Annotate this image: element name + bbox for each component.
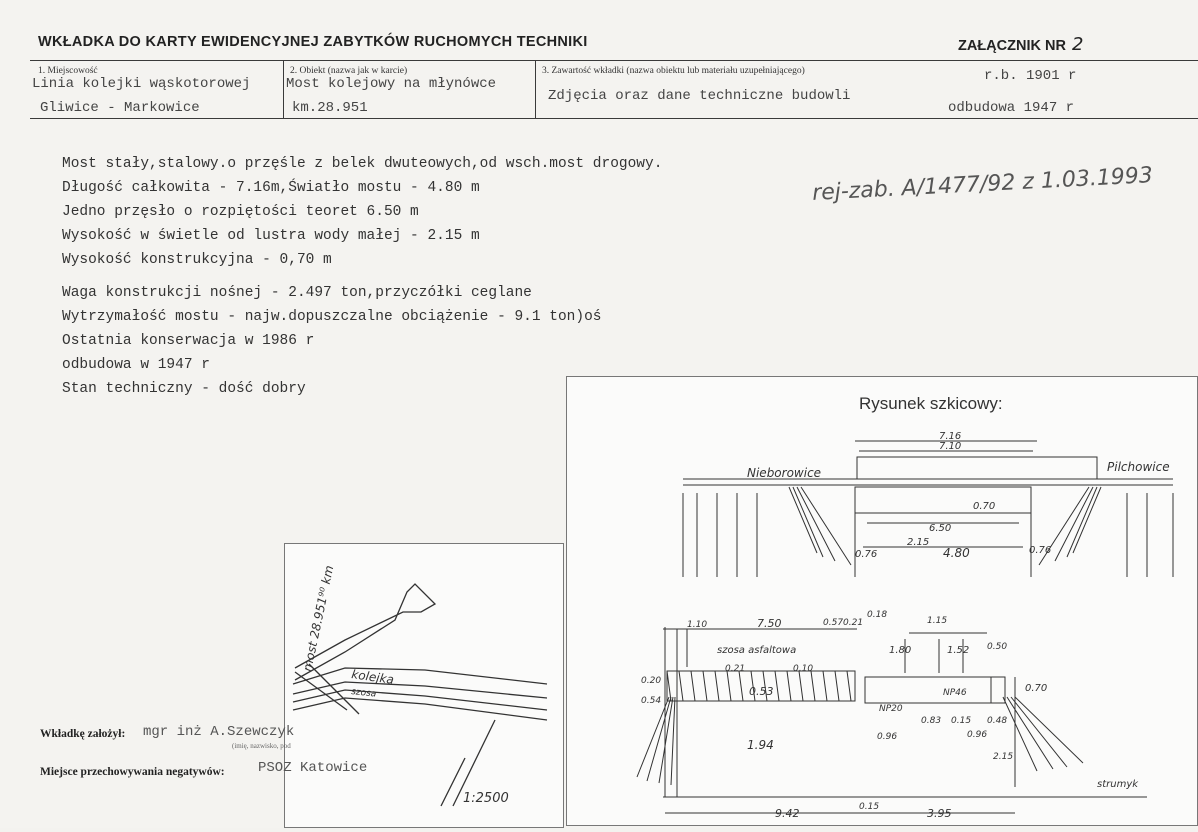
field-1-label: 1. Miejscowość: [38, 66, 98, 76]
dim-sec-24: 2.15: [993, 752, 1013, 762]
dim-sec-3: 0.57: [823, 618, 843, 628]
description-line-3: Jedno przęsło o rozpiętości teoret 6.50 …: [62, 204, 419, 220]
registry-note: rej-zab. A/1477/92 z 1.03.1993: [811, 163, 1154, 206]
dim-sec-6: 1.15: [927, 616, 947, 626]
header-bottom-rule: [30, 118, 1198, 119]
sketch-right-place: Pilchowice: [1107, 460, 1170, 474]
dim-sec-18: 0.83: [921, 716, 941, 726]
map-bridge-label: most 28.951⁹⁰ km: [300, 564, 336, 672]
dim-length-inner: 7.10: [939, 441, 961, 452]
description-line-10: Stan techniczny - dość dobry: [62, 381, 306, 397]
dim-total-length: 7.16: [939, 431, 961, 442]
map-scale: 1:2500: [463, 791, 509, 806]
dim-sec-17: NP46: [943, 688, 967, 698]
dim-sec-5: 0.18: [867, 610, 887, 620]
founder-sub: (imię, nazwisko, pod: [232, 742, 291, 750]
header-top-rule: [30, 60, 1198, 61]
description-line-5: Wysokość konstrukcyjna - 0,70 m: [62, 252, 332, 268]
sketch-elevation: [682, 440, 1174, 577]
document-title: WKŁADKA DO KARTY EWIDENCYJNEJ ZABYTKÓW R…: [38, 34, 588, 50]
field-1-value-line2: Gliwice - Markowice: [40, 100, 200, 116]
description-line-7: Wytrzymałość mostu - najw.dopuszczalne o…: [62, 309, 602, 325]
description-line-2: Długość całkowita - 7.16m,Światło mostu …: [62, 180, 480, 196]
description-line-6: Waga konstrukcji nośnej - 2.497 ton,przy…: [62, 285, 532, 301]
sketch-title: Rysunek szkicowy:: [859, 394, 1003, 413]
attachment-label-text: ZAŁĄCZNIK NR: [958, 38, 1066, 54]
description-line-9: odbudowa w 1947 r: [62, 357, 210, 373]
year-built: r.b. 1901 r: [984, 68, 1077, 84]
dim-sec-9: 0.50: [987, 642, 1007, 652]
founder-value: mgr inż A.Szewczyk: [143, 724, 295, 740]
dim-sec-25: 9.42: [775, 807, 800, 820]
technical-sketch: Rysunek szkicowy:: [566, 376, 1198, 826]
sketch-left-place: Nieborowice: [747, 466, 821, 480]
field-2-value-line1: Most kolejowy na młynówce: [286, 76, 497, 92]
sketch-road-label: szosa asfaltowa: [717, 645, 796, 656]
dim-sec-19: 0.15: [951, 716, 971, 726]
map-road-label: szosa: [351, 687, 377, 700]
dim-sec-20: 0.48: [987, 716, 1007, 726]
dim-sec-13: 0.53: [749, 685, 774, 698]
description-line-4: Wysokość w świetle od lustra wody małej …: [62, 228, 480, 244]
dim-sec-7: 1.80: [889, 645, 911, 656]
description-line-1: Most stały,stalowy.o przęśle z belek dwu…: [62, 156, 663, 172]
dim-theoretical-span: 6.50: [929, 523, 951, 534]
dim-sec-12: 0.10: [793, 664, 813, 674]
dim-sec-26: 0.15: [859, 802, 879, 812]
dim-sec-15: 0.70: [1025, 683, 1047, 694]
storage-label: Miejsce przechowywania negatywów:: [40, 766, 225, 778]
dim-sec-4: 0.21: [843, 618, 863, 628]
dim-sec-16: NP20: [879, 704, 903, 714]
sketch-cross-section: [636, 627, 1147, 814]
field-3-value: Zdjęcia oraz dane techniczne budowli: [548, 88, 851, 104]
field-3-label: 3. Zawartość wkładki (nazwa obiektu lub …: [542, 66, 805, 76]
location-map: most 28.951⁹⁰ km kolejka szosa 1:2500: [284, 543, 564, 828]
dim-sec-2: 7.50: [757, 617, 782, 630]
field-2-label: 2. Obiekt (nazwa jak w karcie): [290, 66, 408, 76]
dim-sec-22: 0.96: [967, 730, 987, 740]
attachment-label: ZAŁĄCZNIK NR 2: [958, 34, 1083, 55]
dim-sec-1: 1.10: [687, 620, 707, 630]
dim-abutment-right: 0.76: [1029, 545, 1051, 556]
map-rail-label: kolejka: [351, 667, 395, 687]
field-divider-1: [283, 60, 284, 118]
dim-sec-8: 1.52: [947, 645, 969, 656]
storage-value: PSOZ Katowice: [258, 760, 368, 776]
dim-sec-21: 0.96: [877, 732, 897, 742]
rebuilt-year: odbudowa 1947 r: [948, 100, 1075, 116]
dim-sec-11: 0.21: [725, 664, 745, 674]
technical-sketch-drawing: Rysunek szkicowy:: [636, 394, 1174, 820]
attachment-number: 2: [1071, 34, 1084, 55]
dim-clear-span: 4.80: [943, 546, 970, 560]
founder-label: Wkładkę założył:: [40, 728, 126, 740]
dim-sec-14: 0.54: [641, 696, 661, 706]
dim-clearance-height: 2.15: [907, 537, 929, 548]
field-divider-2: [535, 60, 536, 118]
dim-abutment-left: 0.76: [855, 549, 877, 560]
location-map-drawing: most 28.951⁹⁰ km kolejka szosa 1:2500: [292, 564, 548, 807]
dim-sec-27: 3.95: [927, 807, 952, 820]
dim-construction-height: 0.70: [973, 501, 995, 512]
field-1-value-line1: Linia kolejki wąskotorowej: [32, 76, 251, 92]
dim-sec-10: 0.20: [641, 676, 661, 686]
dim-sec-23: 1.94: [747, 738, 774, 752]
field-2-value-line2: km.28.951: [292, 100, 368, 116]
sketch-stream-label: strumyk: [1097, 779, 1139, 790]
description-line-8: Ostatnia konserwacja w 1986 r: [62, 333, 315, 349]
